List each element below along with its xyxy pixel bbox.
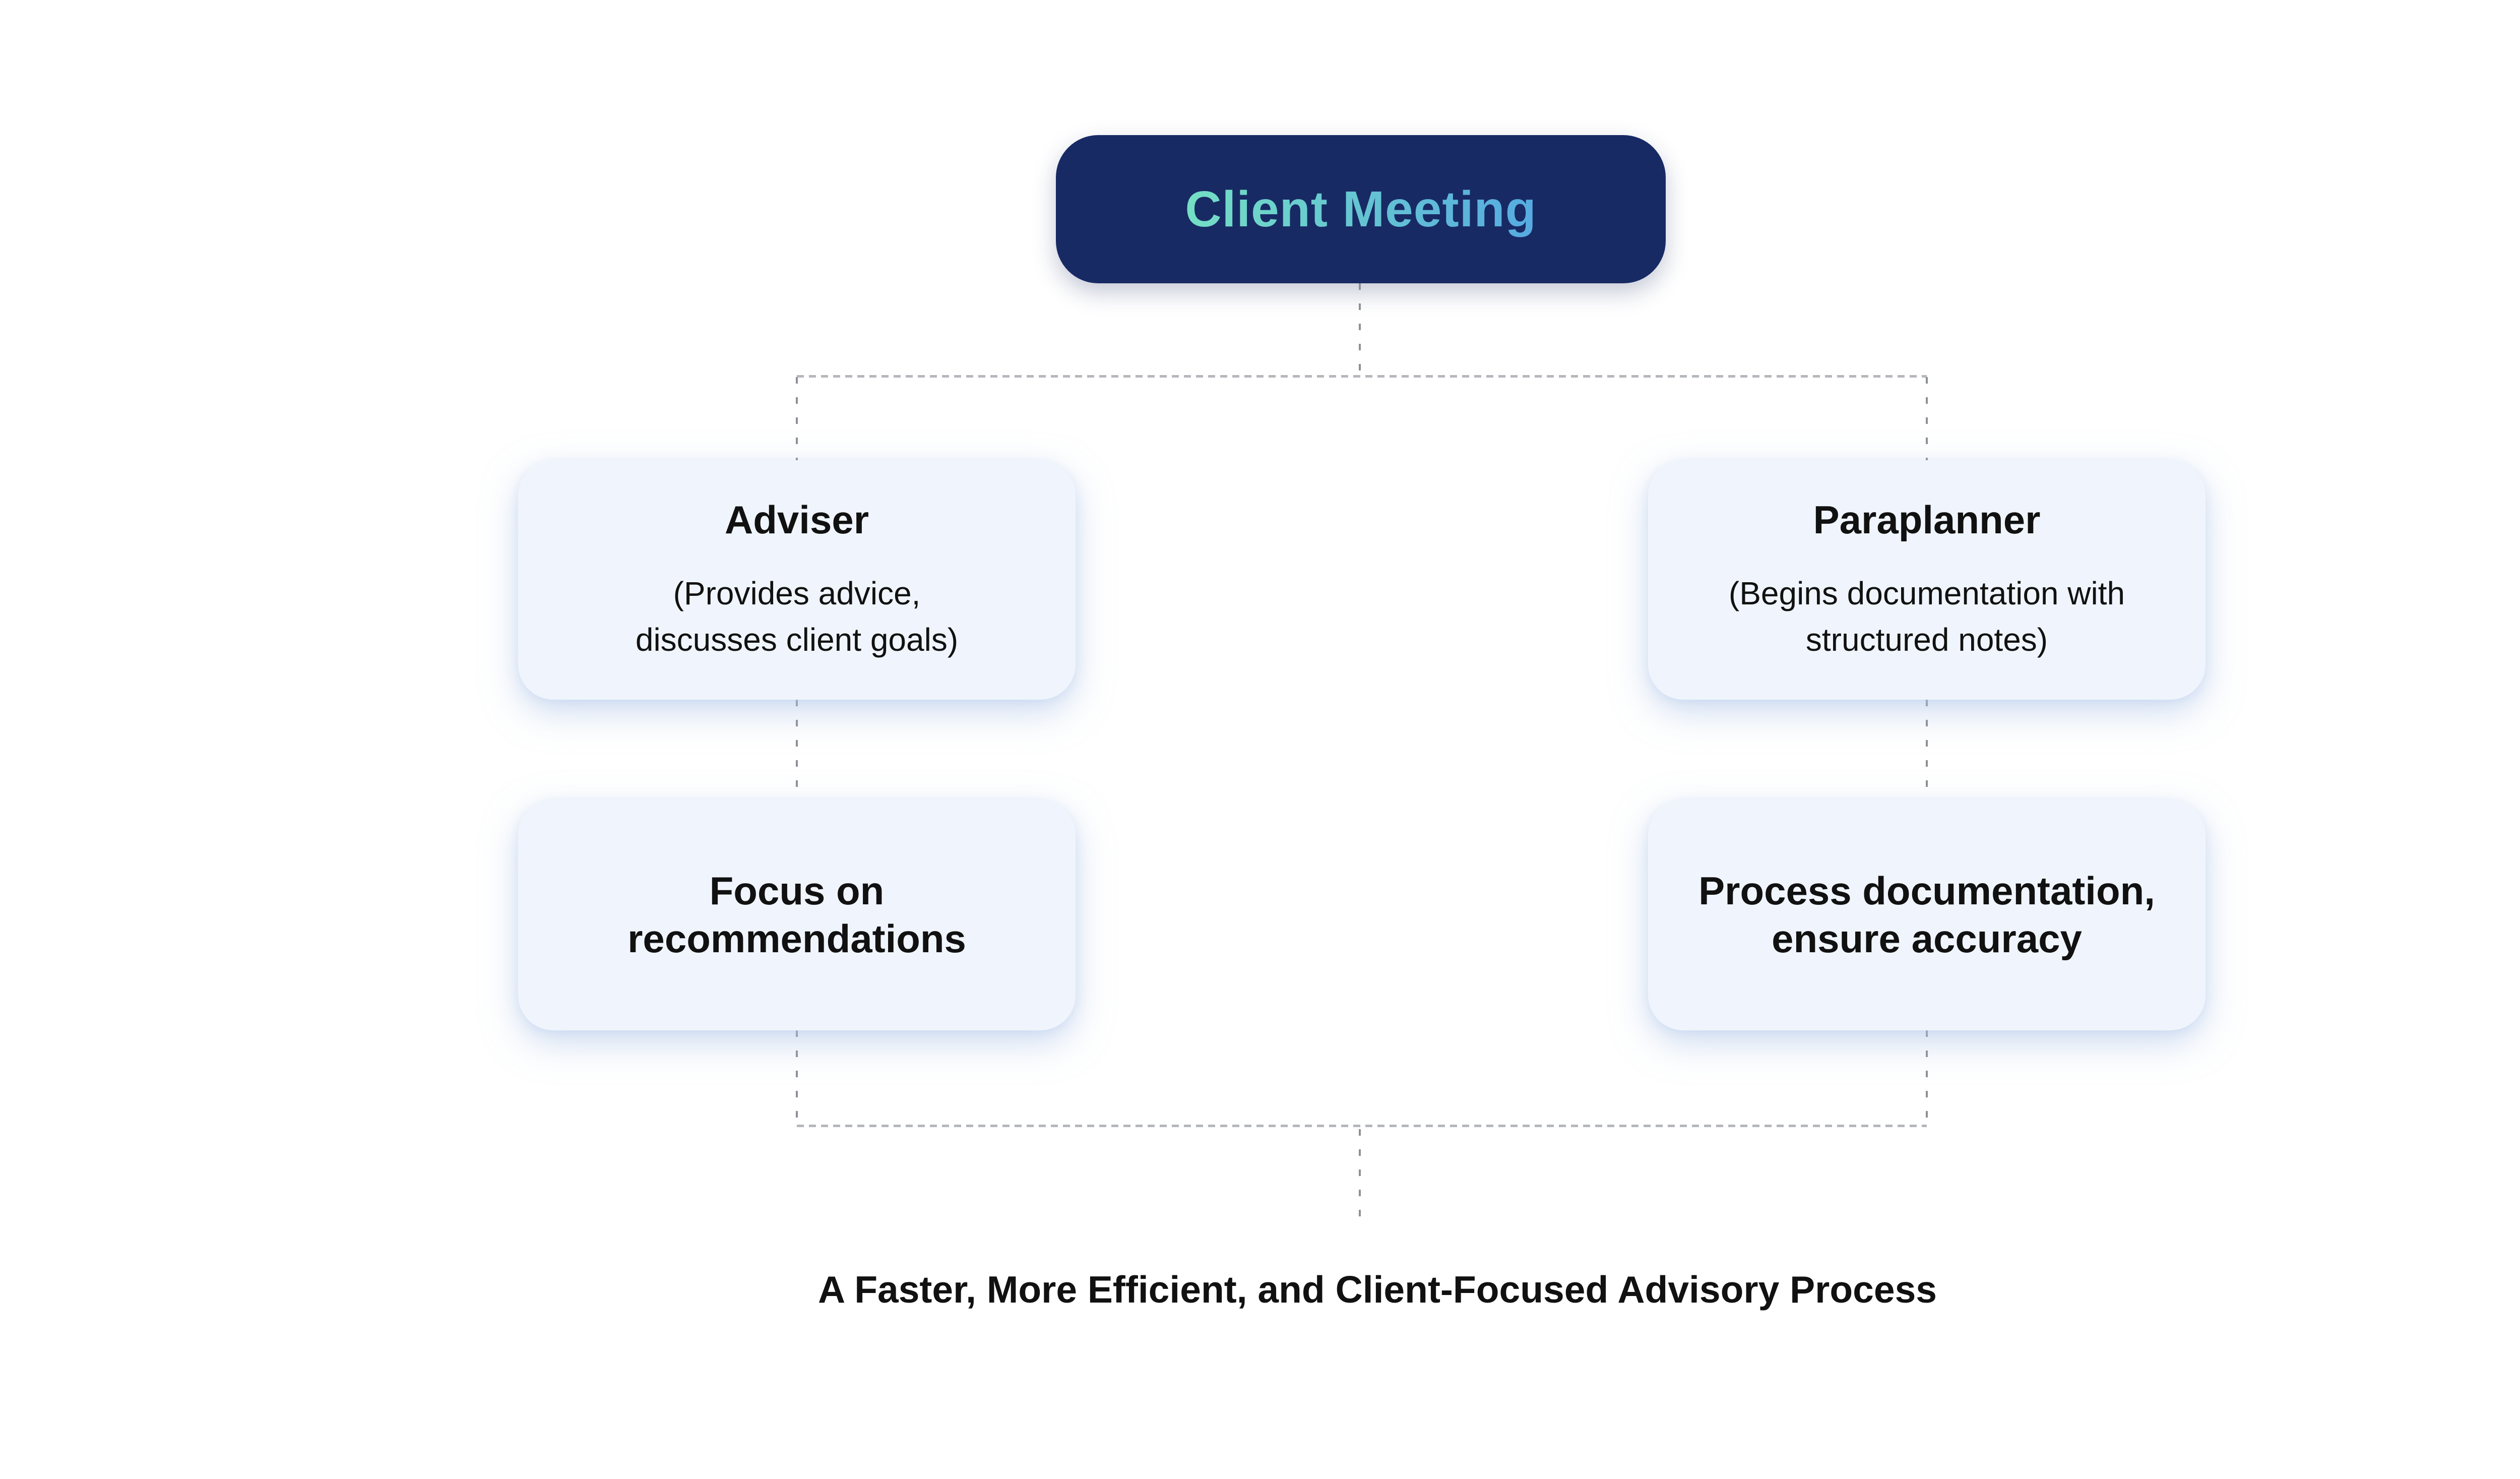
paraplanner-card: Paraplanner (Begins documentation with s… xyxy=(1648,460,2206,700)
adviser-title: Adviser xyxy=(724,497,869,542)
connector-right-drop xyxy=(1926,377,1928,460)
client-meeting-label: Client Meeting xyxy=(1185,180,1537,237)
connector-root-stem xyxy=(1359,283,1361,376)
connector-bottom-rail xyxy=(797,1125,1927,1127)
connector-right-lower xyxy=(1926,1030,1928,1125)
connector-right-mid xyxy=(1926,700,1928,799)
paraplanner-outcome-text: Process documentation, ensure accuracy xyxy=(1698,868,2155,961)
connector-left-mid xyxy=(796,700,798,799)
adviser-outcome-card: Focus on recommendations xyxy=(518,799,1076,1030)
client-meeting-node: Client Meeting xyxy=(1056,135,1666,283)
connector-top-rail xyxy=(797,375,1927,378)
adviser-card: Adviser (Provides advice, discusses clie… xyxy=(518,460,1076,700)
paraplanner-title: Paraplanner xyxy=(1813,497,2041,542)
process-caption: A Faster, More Efficient, and Client-Foc… xyxy=(817,1268,1937,1311)
connector-left-lower xyxy=(796,1030,798,1125)
connector-left-drop xyxy=(796,377,798,460)
adviser-outcome-text: Focus on recommendations xyxy=(627,868,966,961)
adviser-subtitle: (Provides advice, discusses client goals… xyxy=(635,575,959,658)
paraplanner-outcome-card: Process documentation, ensure accuracy xyxy=(1648,799,2206,1030)
paraplanner-subtitle: (Begins documentation with structured no… xyxy=(1728,575,2125,658)
connector-caption-stem xyxy=(1359,1129,1361,1222)
